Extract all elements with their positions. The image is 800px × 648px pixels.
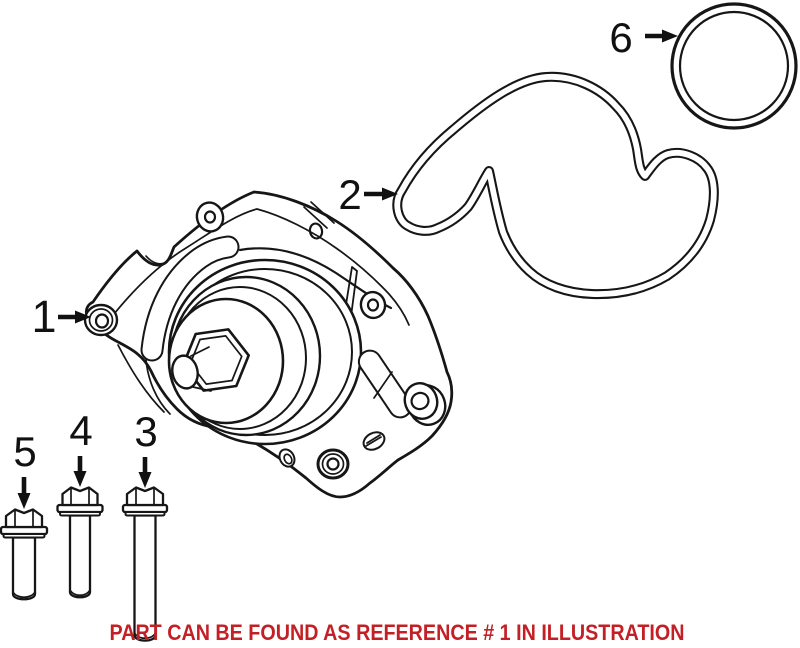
callout-5: 5	[13, 428, 37, 509]
callout-6: 6	[609, 14, 678, 61]
pump-flange-inner-line	[113, 208, 410, 326]
bottom-bolt-hole-ring	[321, 453, 345, 475]
serpentine-belt-drawing	[392, 71, 719, 300]
volute-arc-2	[145, 359, 171, 415]
top-bolt-hole	[203, 210, 217, 224]
lower-slot-line	[373, 371, 393, 399]
bolt-5-tip-line	[12, 591, 36, 599]
callout-4-label: 4	[69, 407, 92, 454]
ear-ring	[88, 308, 114, 332]
callout-2-label: 2	[338, 171, 361, 218]
shaft-stub	[171, 354, 199, 390]
bolt-3-drawing	[121, 486, 169, 642]
callout-1-label: 1	[31, 291, 56, 342]
callout-3-label: 3	[134, 408, 157, 455]
callout-1: 1	[31, 291, 91, 342]
o-ring-outer	[670, 2, 798, 130]
ear-hole	[94, 313, 110, 329]
lower-slot	[357, 349, 413, 419]
bolt-4-head	[61, 486, 99, 507]
bolt-4-drawing	[56, 486, 104, 599]
callout-3: 3	[134, 408, 158, 488]
belt-outline	[392, 71, 719, 300]
o-ring-drawing	[670, 2, 798, 130]
small-hole	[308, 222, 324, 240]
bolt-5-shaft	[11, 536, 37, 601]
bolt-3-shaft	[133, 514, 157, 642]
callout-2: 2	[338, 171, 398, 218]
caption-text: PART CAN BE FOUND AS REFERENCE # 1 IN IL…	[110, 620, 685, 645]
arm-boss-hole	[410, 391, 430, 411]
callout-5-label: 5	[13, 428, 36, 475]
bolt-3-head	[125, 486, 165, 507]
callout-6-label: 6	[609, 14, 632, 61]
water-pump-drawing	[83, 190, 454, 499]
shaft-side-lines	[190, 346, 212, 392]
callout-4: 4	[69, 407, 93, 487]
bolt-4-tip-line	[69, 589, 91, 597]
bolt-5-drawing	[0, 508, 49, 601]
rib-line	[303, 201, 335, 229]
bottom-bolt-hole	[326, 457, 340, 471]
screw-slot	[365, 434, 382, 447]
o-ring-inner	[678, 10, 790, 122]
bolt-3-tip-line	[133, 632, 157, 640]
notch-inner-line	[145, 255, 168, 265]
right-bolt-hole	[366, 298, 380, 312]
oval-hole-inner	[283, 453, 293, 465]
left-inner-line	[117, 344, 165, 413]
bolt-5-head	[4, 508, 44, 529]
bolt-4-shaft	[68, 514, 92, 599]
